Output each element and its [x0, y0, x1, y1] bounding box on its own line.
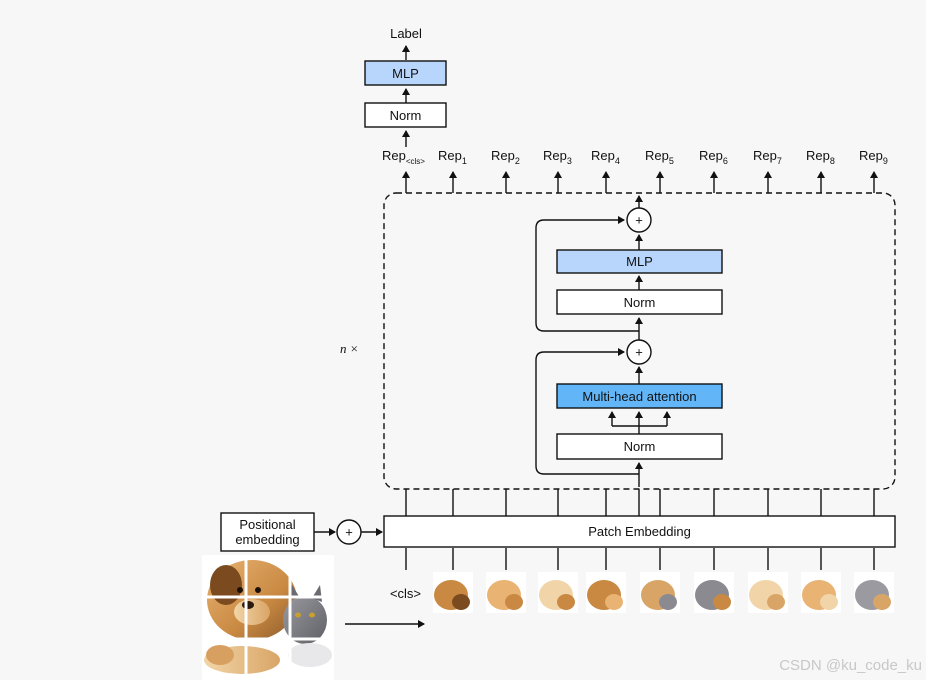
patch-thumbnail-4 — [586, 572, 626, 613]
block-mlp-label: MLP — [626, 254, 653, 269]
block-norm-upper-label: Norm — [624, 295, 656, 310]
rep-label-2: Rep2 — [491, 148, 520, 166]
cat-picture — [283, 596, 327, 644]
block-norm-lower-label: Norm — [624, 439, 656, 454]
rep-label-3: Rep3 — [543, 148, 572, 166]
patch-sequence — [433, 572, 894, 613]
token-input-lines — [405, 548, 875, 570]
rep-label-6: Rep6 — [699, 148, 728, 166]
positional-add-sign: + — [345, 525, 353, 540]
head-norm-box — [364, 102, 447, 128]
head-mlp-box — [364, 60, 447, 86]
watermark: CSDN @ku_code_ku — [779, 657, 922, 674]
output-label: Label — [390, 26, 422, 41]
head-mlp-label: MLP — [392, 66, 419, 81]
block-norm-lower-box — [556, 433, 723, 460]
rep-label-5: Rep5 — [645, 148, 674, 166]
patch-thumbnail-5 — [640, 572, 680, 613]
embedding-to-block-lines — [405, 489, 875, 516]
rep-labels: Rep1 Rep2 Rep3 Rep4 Rep5 Rep6 Rep7 Rep8 Rep9 — [438, 148, 888, 166]
patch-thumbnail-1 — [433, 572, 473, 613]
rep-label-4: Rep4 — [591, 148, 620, 166]
patch-thumbnail-7 — [748, 572, 788, 613]
patch-thumbnail-2 — [486, 572, 526, 613]
head-norm-label: Norm — [390, 108, 422, 123]
residual-add-upper-sign: + — [635, 213, 643, 228]
patch-thumbnail-6 — [694, 572, 734, 613]
block-mlp-box — [556, 249, 723, 274]
rep-label-1: Rep1 — [438, 148, 467, 166]
rep-cls-label: Rep<cls> — [382, 148, 425, 166]
skip-connection-upper — [535, 216, 639, 332]
repeat-n-label: n × — [340, 341, 359, 356]
rep-label-8: Rep8 — [806, 148, 835, 166]
block-norm-upper-box — [556, 289, 723, 315]
patch-embedding-box — [383, 515, 896, 548]
rep-label-9: Rep9 — [859, 148, 888, 166]
residual-add-lower — [626, 339, 652, 365]
patch-thumbnail-8 — [801, 572, 841, 613]
rep-output-arrows — [402, 171, 878, 193]
skip-connection-lower — [535, 348, 639, 475]
transformer-block-repeat-region — [383, 192, 896, 490]
positional-embedding-label-line1: Positional — [239, 517, 295, 532]
patch-thumbnail-9 — [854, 572, 894, 613]
residual-add-lower-sign: + — [635, 345, 643, 360]
multihead-attention-label: Multi-head attention — [582, 389, 696, 404]
patch-embedding-label: Patch Embedding — [588, 524, 691, 539]
source-image-patch-grid — [202, 555, 334, 680]
patch-thumbnail-3 — [538, 572, 578, 613]
multihead-attention-box — [556, 383, 723, 409]
positional-embedding-label-line2: embedding — [235, 532, 299, 547]
cls-token-label: <cls> — [390, 586, 421, 601]
rep-label-7: Rep7 — [753, 148, 782, 166]
